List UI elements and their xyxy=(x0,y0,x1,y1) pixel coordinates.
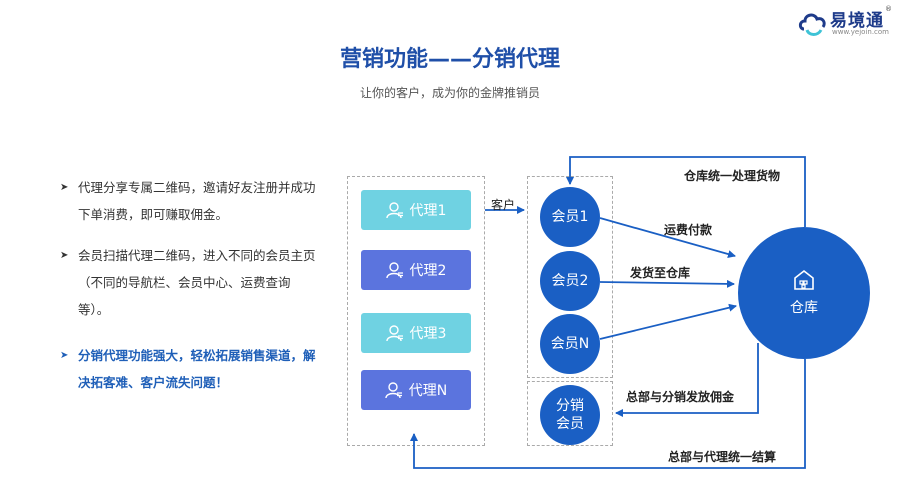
label-customer: 客户 xyxy=(491,198,516,212)
member-node-2: 会员2 xyxy=(540,251,600,311)
bullet-item-3: ➤ 分销代理功能强大，轻松拓展销售渠道，解决拓客难、客户流失问题！ xyxy=(60,342,320,396)
page-title: 营销功能——分销代理 xyxy=(339,47,560,72)
distributor-label-line1: 分销 xyxy=(556,398,584,414)
agent-box-2: 代理2 xyxy=(361,250,471,290)
person-icon xyxy=(385,325,403,342)
agent-label: 代理1 xyxy=(409,203,447,219)
member-label: 会员N xyxy=(550,336,590,352)
warehouse-label: 仓库 xyxy=(790,300,818,316)
member-node-n: 会员N xyxy=(540,314,600,374)
agent-box-n: 代理N xyxy=(361,370,471,410)
agent-label: 代理N xyxy=(408,383,448,399)
member-label: 会员1 xyxy=(551,209,589,225)
label-hq-commission: 总部与分销发放佣金 xyxy=(626,390,735,404)
warehouse-icon xyxy=(794,269,814,290)
brand-url: www.yejoin.com xyxy=(832,28,889,36)
bullet-arrow-icon: ➤ xyxy=(60,250,69,261)
label-ship-to-warehouse: 发货至仓库 xyxy=(630,266,691,280)
label-warehouse-process: 仓库统一处理货物 xyxy=(684,169,781,183)
arrow-ship xyxy=(599,279,735,288)
brand-registered-mark: ® xyxy=(885,5,892,13)
agent-box-3: 代理3 xyxy=(361,313,471,353)
person-icon xyxy=(385,382,402,399)
brand-logo-icon xyxy=(798,13,826,36)
bullet-item-2: ➤ 会员扫描代理二维码，进入不同的会员主页（不同的导航栏、会员中心、运费查询等）… xyxy=(60,242,320,323)
bullet-text: 代理分享专属二维码，邀请好友注册并成功下单消费，即可赚取佣金。 xyxy=(78,180,316,222)
arrow-member-n xyxy=(599,303,737,340)
page-subtitle: 让你的客户，成为你的金牌推销员 xyxy=(359,86,540,100)
agent-box-1: 代理1 xyxy=(361,190,471,230)
bullet-arrow-icon: ➤ xyxy=(60,182,69,193)
bullet-arrow-icon: ➤ xyxy=(60,350,69,361)
member-label: 会员2 xyxy=(551,273,589,289)
label-freight-payment: 运费付款 xyxy=(664,223,713,237)
agent-label: 代理3 xyxy=(409,326,447,342)
member-node-1: 会员1 xyxy=(540,187,600,247)
distributor-label-line2: 会员 xyxy=(556,416,584,432)
distributor-node: 分销 会员 xyxy=(540,385,600,445)
bullet-text: 会员扫描代理二维码，进入不同的会员主页（不同的导航栏、会员中心、运费查询等）。 xyxy=(78,248,316,317)
brand-name: 易境通 xyxy=(830,11,884,31)
bullet-item-1: ➤ 代理分享专属二维码，邀请好友注册并成功下单消费，即可赚取佣金。 xyxy=(60,174,320,228)
warehouse-node: 仓库 xyxy=(738,227,870,359)
person-icon xyxy=(385,202,403,219)
label-hq-settlement: 总部与代理统一结算 xyxy=(668,450,777,464)
person-icon xyxy=(385,262,403,279)
agent-label: 代理2 xyxy=(409,263,447,279)
bullet-text: 分销代理功能强大，轻松拓展销售渠道，解决拓客难、客户流失问题！ xyxy=(78,348,316,390)
